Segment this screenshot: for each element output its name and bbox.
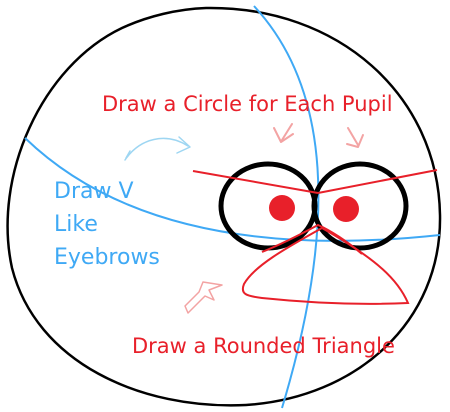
- eyebrow-instruction-line-1: Draw V: [54, 179, 134, 204]
- pupil-instruction-label: Draw a Circle for Each Pupil: [102, 92, 393, 116]
- vertical-guide-line: [253, 5, 320, 409]
- pupil-arrow-right-icon: [346, 127, 364, 148]
- left-eyebrow: [192, 170, 319, 194]
- left-eye-circle: [218, 161, 318, 251]
- right-pupil: [333, 196, 359, 222]
- head-outline: [6, 6, 442, 407]
- triangle-arrow-icon: [184, 281, 223, 314]
- pupil-arrow-left-icon: [273, 123, 294, 143]
- left-pupil: [269, 195, 295, 221]
- right-eyebrow: [317, 169, 438, 194]
- horizontal-guide-line: [24, 137, 441, 242]
- eyebrow-instruction-label: Draw V Like Eyebrows: [54, 175, 160, 274]
- right-eye-circle: [311, 161, 409, 251]
- triangle-instruction-label: Draw a Rounded Triangle: [132, 334, 395, 358]
- eyebrow-instruction-line-3: Eyebrows: [54, 245, 160, 270]
- eyebrow-instruction-line-2: Like: [54, 212, 98, 237]
- eyebrow-arrow-icon: [124, 136, 191, 161]
- beak-bottom-triangle: [241, 226, 410, 305]
